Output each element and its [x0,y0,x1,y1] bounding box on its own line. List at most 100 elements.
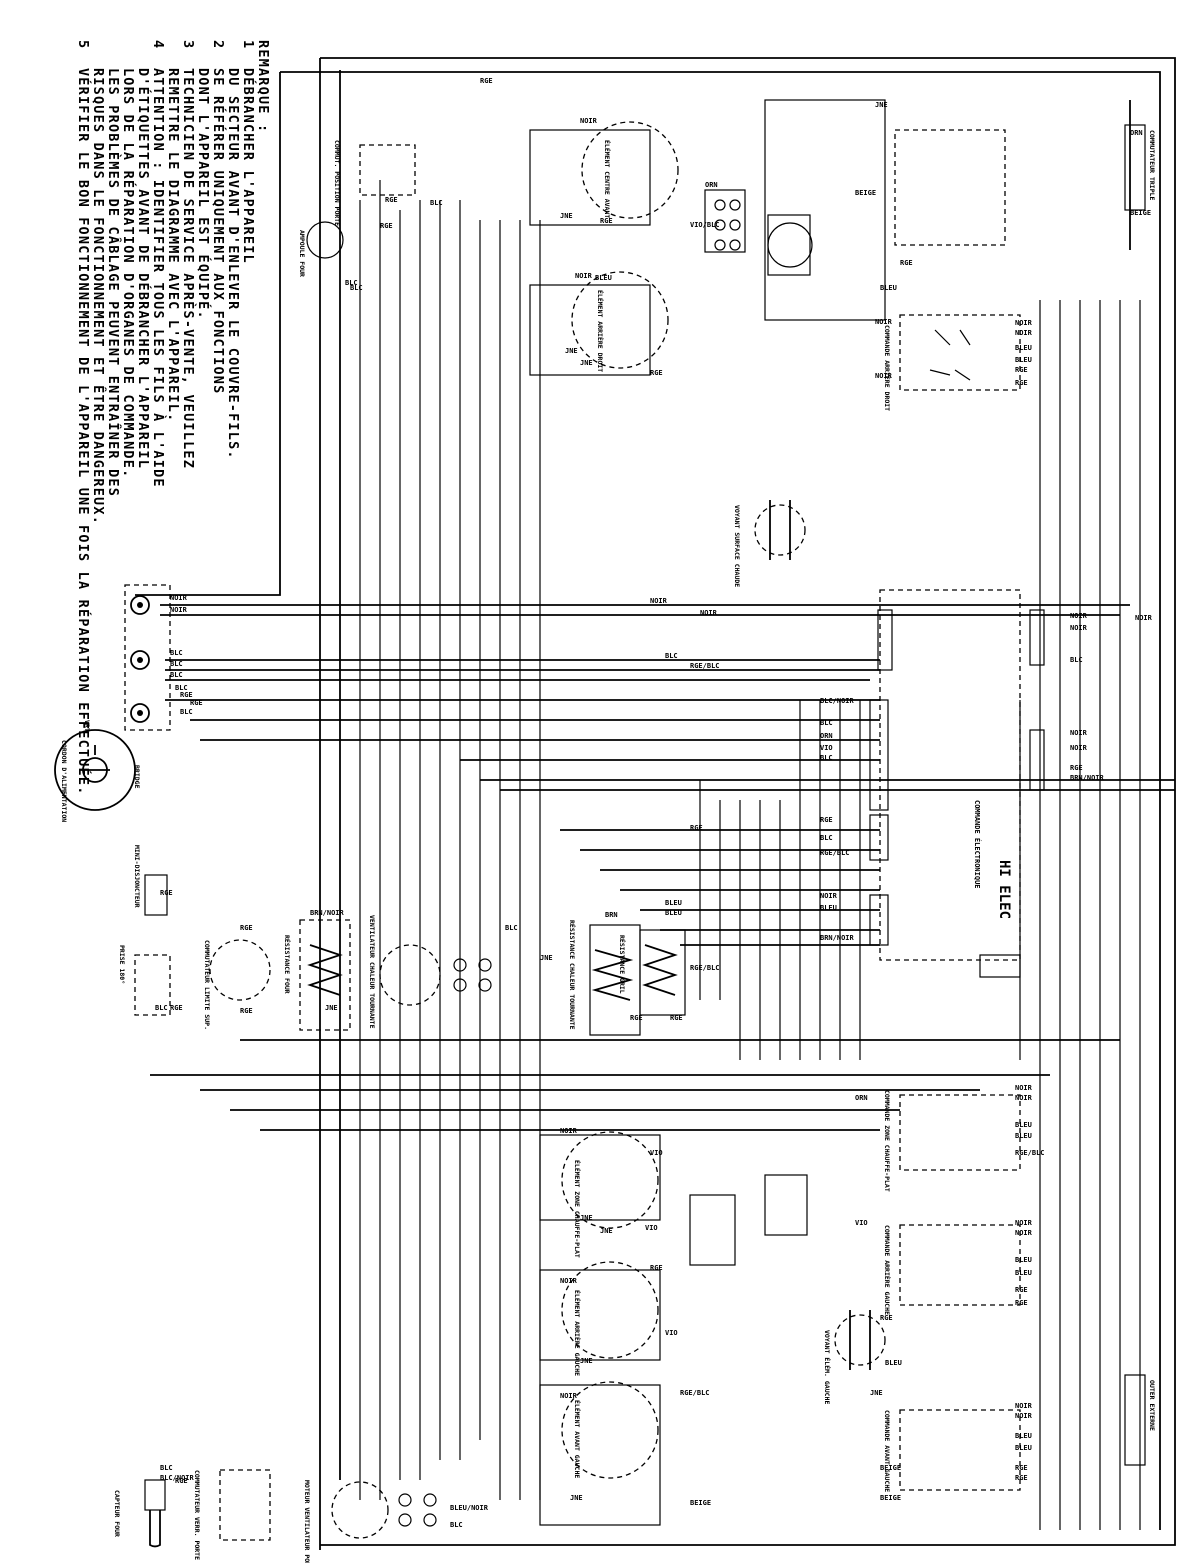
wire-label: NOIR [1070,744,1088,752]
harness-lines [150,604,1175,1131]
wire-label: RGE [670,1014,683,1022]
wire-label: BLEU [1015,356,1032,364]
svg-text:ÉLÉMENT AVANT GAUCHE: ÉLÉMENT AVANT GAUCHE [573,1400,582,1478]
svg-text:CAPTEUR FOUR: CAPTEUR FOUR [113,1490,121,1537]
wire-label: RGE [385,196,398,204]
wire-label: JNE [565,347,578,355]
svg-text:ÉLÉMENT ARRIÈRE GAUCHE: ÉLÉMENT ARRIÈRE GAUCHE [573,1290,582,1376]
left-rear-control: COMMANDE ARRIÈRE GAUCHE [883,1224,1021,1315]
wire-label: BLEU [1015,1444,1032,1452]
wire-label: NOIR [170,594,188,602]
wire-label: RGE [240,924,253,932]
wire-label: BLC [345,279,358,287]
wire-label: BLEU [880,284,897,292]
wire-label: VIO [820,744,833,752]
wire-label: NOIR [650,597,668,605]
warm-zone-control: COMMANDE ZONE CHAUFFE-PLAT [883,1090,1021,1192]
wire-label: NOIR [580,117,598,125]
wire-label: NOIR [875,372,893,380]
wire-label: BLEU [1015,1121,1032,1129]
svg-text:VOYANT ÉLÉM. GAUCHE: VOYANT ÉLÉM. GAUCHE [823,1330,832,1404]
door-lock-switch: COMMUTATEUR VERR. PORTE [193,1469,271,1560]
svg-text:MINI-DISJONCTEUR: MINI-DISJONCTEUR [133,845,141,908]
wire-label: JNE [580,359,593,367]
board-sublabel: COMMANDE ÉLECTRONIQUE [973,800,982,889]
wire-label: BEIGE [690,1499,711,1507]
wire-label: BLEU [885,1359,902,1367]
frame-wires [135,57,1176,1550]
wire-label: NOIR [1015,329,1033,337]
wire-label: BLC [1070,656,1083,664]
wire-label: JNE [540,954,553,962]
broil-element: RÉSISTANCE GRIL [618,929,686,1016]
svg-text:RÉSISTANCE FOUR: RÉSISTANCE FOUR [283,935,292,994]
wire-label: NOIR [1070,612,1088,620]
wire-label: RGE [690,824,703,832]
wire-label: JNE [875,101,888,109]
wire-label: RGE [1015,1299,1028,1307]
right-rear-control: COMMANDE ARRIÈRE DROIT [883,314,1021,411]
svg-text:COMMANDE ARRIÈRE DROIT: COMMANDE ARRIÈRE DROIT [883,325,892,411]
wire-label: BLEU [665,909,682,917]
svg-text:VOYANT SURFACE CHAUDE: VOYANT SURFACE CHAUDE [733,505,741,587]
svg-text:COMMUTATEUR VERR. PORTE: COMMUTATEUR VERR. PORTE [193,1470,201,1560]
lower-connector [689,1174,808,1266]
wire-label: BRN/NOIR [1070,774,1105,782]
wire-label: BLC [160,1464,173,1472]
wire-label: VIO [665,1329,678,1337]
left-element-light: VOYANT ÉLÉM. GAUCHE [823,1310,886,1404]
svg-text:COMMUTATEUR TRIPLE: COMMUTATEUR TRIPLE [1148,130,1156,201]
wire-label: BEIGE [880,1494,901,1502]
wire-label: NOIR [1135,614,1153,622]
svg-text:COMMANDE AVANT GAUCHE: COMMANDE AVANT GAUCHE [883,1410,891,1492]
wire-label: NOIR [560,1392,578,1400]
wire-label: BLC [820,834,833,842]
svg-text:RÉSISTANCE CHALEUR TOURNANTE: RÉSISTANCE CHALEUR TOURNANTE [568,920,577,1030]
wire-label: BRN [605,911,618,919]
svg-text:COMMUTATEUR LIMITE SUP.: COMMUTATEUR LIMITE SUP. [203,940,211,1030]
vent-motor: MOTEUR VENTILATEUR PORTE [303,1480,437,1563]
wire-label: NOIR [1015,1094,1033,1102]
wire-label: BLEU [1015,1269,1032,1277]
wire-label: NOIR [1015,1412,1033,1420]
svg-text:COMMANDE ARRIÈRE GAUCHE: COMMANDE ARRIÈRE GAUCHE [883,1225,892,1315]
power-cord-plug: CORDON D'ALIMENTATION VRT BRIDGE [54,720,141,822]
oven-sensor: CAPTEUR FOUR [113,1479,166,1548]
wire-label: RGE [175,1477,188,1485]
wire-label: BLC [175,684,188,692]
svg-text:AMPOULE FOUR: AMPOULE FOUR [298,230,306,277]
wire-label: RGE [1015,1286,1028,1294]
wire-label: VIO/BLC [690,221,720,229]
svg-text:BRIDGE: BRIDGE [133,765,141,789]
wire-label: BLEU [820,904,837,912]
wire-label: BLC [170,671,183,679]
wire-label: NOIR [560,1127,578,1135]
wire-label: BLC [170,660,183,668]
wire-label: BRN/NOIR [820,934,855,942]
svg-text:CORDON D'ALIMENTATION: CORDON D'ALIMENTATION [60,740,68,822]
wire-label: RGE [480,77,493,85]
limit-switch: COMMUTATEUR LIMITE SUP. [203,939,271,1030]
wire-label: RGE/BLC [690,964,720,972]
wire-label: NOIR [1015,1229,1033,1237]
left-front-element: ÉLÉMENT AVANT GAUCHE [539,1381,661,1526]
wire-label: JNE [870,1389,883,1397]
svg-text:MOTEUR VENTILATEUR PORTE: MOTEUR VENTILATEUR PORTE [303,1480,311,1563]
wire-label: VIO [650,1149,663,1157]
wire-label: BLC [170,649,183,657]
wire-label: RGE/BLC [690,662,720,670]
hot-surface-light: VOYANT SURFACE CHAUDE [733,500,806,587]
wire-label: VIO [855,1219,868,1227]
svg-text:OUTER EXTERNE: OUTER EXTERNE [1148,1380,1156,1431]
wire-label: ORN [820,732,833,740]
center-front-element: ÉLÉMENT CENTRE AVANT [529,121,746,253]
wire-label: RGE [1070,764,1083,772]
wire-label: BEIGE [880,1464,901,1472]
wire-label: JNE [580,1214,593,1222]
wire-label: RGE [1015,379,1028,387]
wire-label: BRN/NOIR [310,909,345,917]
wire-label: BLC [430,199,443,207]
wire-label: BEIGE [1130,209,1151,217]
wire-label: NOIR [875,318,893,326]
wire-label: NOIR [700,609,718,617]
